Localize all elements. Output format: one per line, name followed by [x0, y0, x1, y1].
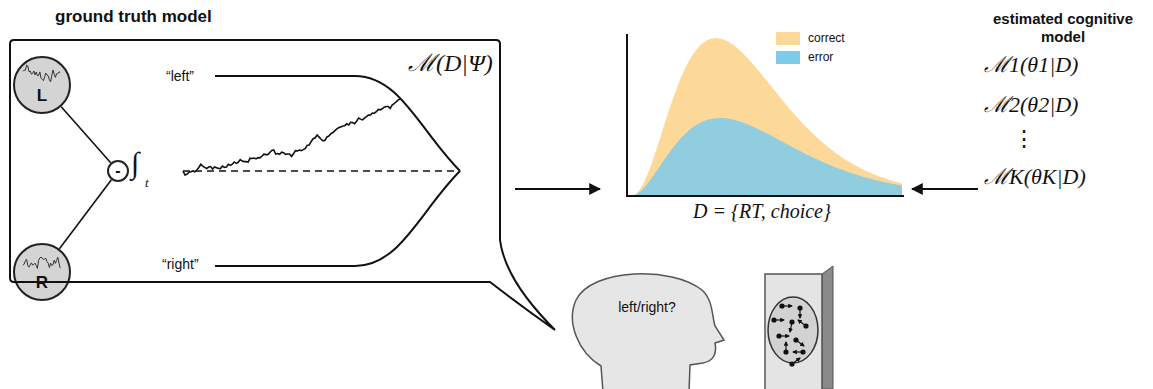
density-curve	[630, 38, 902, 196]
dot-direction	[774, 319, 784, 320]
evidence-path	[183, 99, 400, 175]
operator: -	[115, 162, 120, 180]
dot-direction	[796, 340, 804, 346]
subtract-circle: -	[107, 160, 129, 182]
unit-label: R	[36, 273, 48, 293]
moving-dots	[771, 303, 808, 366]
legend-row: correct	[776, 32, 845, 46]
panel-heading: estimated cognitive model	[980, 10, 1146, 46]
x-axis	[626, 195, 904, 197]
y-axis	[626, 34, 628, 197]
legend-swatch	[776, 51, 800, 64]
integral-sign: ∫	[131, 146, 139, 181]
thought-text: left/right?	[618, 299, 676, 315]
connector	[61, 107, 111, 163]
dot-direction	[799, 308, 800, 318]
aperture	[768, 297, 818, 363]
screen-face	[765, 274, 822, 389]
start-line	[183, 170, 460, 172]
noise-trace	[23, 257, 60, 268]
dot-direction	[792, 358, 800, 364]
legend-text: error	[808, 51, 833, 65]
bound-label: “right”	[162, 256, 199, 272]
dot-direction	[798, 320, 806, 326]
model-label: ℳ(D|Ψ)	[408, 50, 493, 78]
legend-row: error	[776, 51, 833, 65]
model-formula: ℳ2(θ2|D)	[984, 92, 1078, 117]
data-label: D = {RT, choice}	[662, 200, 862, 223]
lower-bound	[215, 171, 460, 266]
legend-swatch	[776, 32, 800, 45]
density-curve	[630, 118, 902, 196]
unit-circle: L	[13, 56, 71, 114]
trajectory	[183, 99, 400, 175]
screen-side	[822, 266, 833, 389]
dot-direction	[793, 351, 803, 352]
unit-circle: R	[13, 243, 71, 301]
unit-label: L	[37, 86, 47, 106]
bound-label: “left”	[166, 68, 194, 84]
dot-direction	[785, 342, 786, 352]
model-formula: ℳK(θK|D)	[984, 164, 1086, 189]
ellipsis: ⋮	[1013, 126, 1035, 151]
integral-subscript: t	[145, 176, 149, 191]
head-outline	[572, 274, 724, 389]
upper-bound	[215, 76, 460, 171]
heading: ground truth model	[55, 7, 212, 27]
dot-direction	[779, 335, 789, 336]
ddm-plot	[183, 76, 460, 266]
legend-text: correct	[808, 32, 845, 46]
dot-direction	[782, 305, 792, 306]
speech-bubble: LR-ground truth modelℳ(D|Ψ)	[10, 40, 500, 282]
stimulus-screen	[765, 266, 833, 389]
flow-arrow	[515, 188, 600, 190]
rt-distribution	[630, 38, 902, 196]
flow-arrow	[912, 188, 978, 190]
bubble-outline	[10, 40, 500, 282]
dot-direction	[790, 322, 792, 332]
noise-trace	[23, 65, 60, 82]
model-formula: ℳ1(θ1|D)	[984, 52, 1078, 77]
connector	[59, 180, 111, 249]
head-silhouette: left/right?	[597, 296, 697, 318]
bubble-outline	[10, 40, 555, 330]
